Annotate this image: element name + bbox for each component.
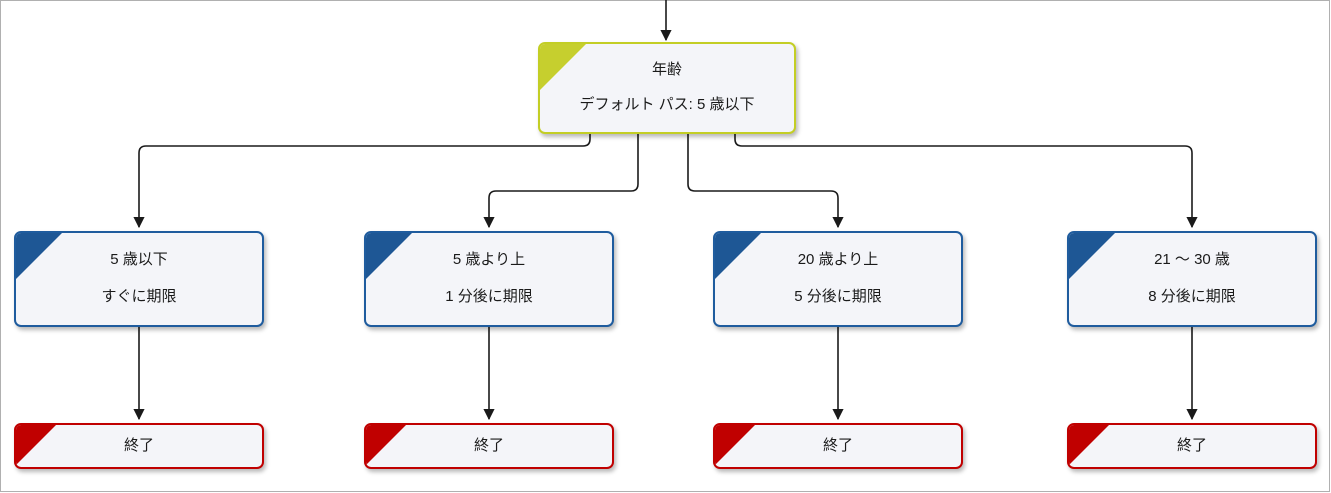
decision-node-title: 年齢 xyxy=(651,61,682,79)
case-node-subtitle: 1 分後に期限 xyxy=(445,288,533,305)
edge-decision-to-case-2 xyxy=(483,134,639,229)
end-node-2[interactable]: 終了 xyxy=(364,423,614,469)
case-node-title: 20 歳より上 xyxy=(797,251,879,269)
end-node-3[interactable]: 終了 xyxy=(713,423,963,469)
end-node-1[interactable]: 終了 xyxy=(14,423,264,469)
case-corner-marker-icon xyxy=(366,233,412,279)
decision-node-subtitle: デフォルト パス: 5 歳以下 xyxy=(579,96,755,113)
end-node-4[interactable]: 終了 xyxy=(1067,423,1317,469)
end-corner-marker-icon xyxy=(16,425,56,465)
edge-decision-to-case-1 xyxy=(133,134,591,229)
case-node-subtitle: 5 分後に期限 xyxy=(794,288,882,305)
case-node-under-5[interactable]: 5 歳以下 すぐに期限 xyxy=(14,231,264,327)
end-corner-marker-icon xyxy=(715,425,755,465)
decision-node-age[interactable]: 年齢 デフォルト パス: 5 歳以下 xyxy=(538,42,796,134)
case-node-subtitle: すぐに期限 xyxy=(101,288,177,305)
case-node-title: 5 歳より上 xyxy=(452,251,526,269)
case-node-over-20[interactable]: 20 歳より上 5 分後に期限 xyxy=(713,231,963,327)
end-node-title: 終了 xyxy=(1176,436,1207,454)
case-corner-marker-icon xyxy=(16,233,62,279)
case-node-subtitle: 8 分後に期限 xyxy=(1148,288,1236,305)
case-node-title: 21 ～ 30 歳 xyxy=(1154,251,1230,269)
case-corner-marker-icon xyxy=(715,233,761,279)
end-node-title: 終了 xyxy=(822,436,853,454)
case-node-over-5[interactable]: 5 歳より上 1 分後に期限 xyxy=(364,231,614,327)
edge-decision-to-case-4 xyxy=(734,134,1198,229)
end-corner-marker-icon xyxy=(1069,425,1109,465)
decision-corner-marker-icon xyxy=(540,44,586,90)
end-corner-marker-icon xyxy=(366,425,406,465)
case-corner-marker-icon xyxy=(1069,233,1115,279)
case-node-title: 5 歳以下 xyxy=(110,251,168,269)
end-node-title: 終了 xyxy=(123,436,154,454)
case-node-21-to-30[interactable]: 21 ～ 30 歳 8 分後に期限 xyxy=(1067,231,1317,327)
edge-decision-to-case-3 xyxy=(687,134,844,229)
end-node-title: 終了 xyxy=(473,436,504,454)
